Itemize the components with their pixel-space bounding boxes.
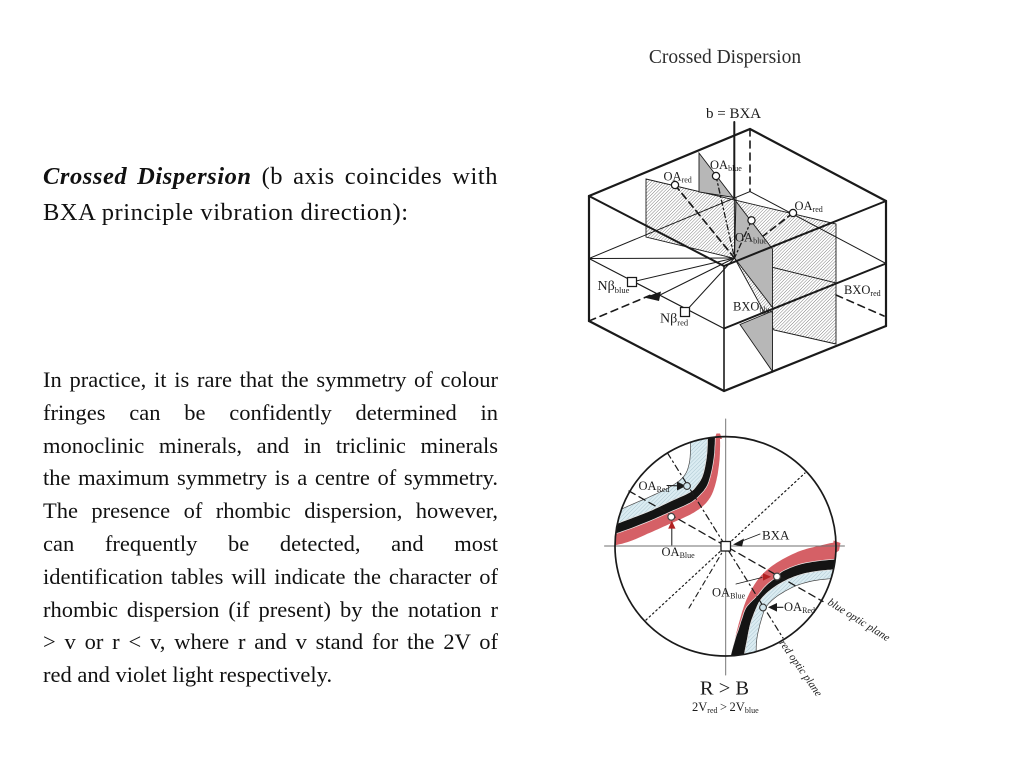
svg-text:OAblue: OAblue: [710, 158, 742, 173]
svg-text:red optic plane: red optic plane: [777, 638, 825, 699]
svg-text:blue optic plane: blue optic plane: [825, 596, 892, 644]
svg-text:OABlue: OABlue: [662, 545, 696, 560]
svg-text:2Vred > 2Vblue: 2Vred > 2Vblue: [692, 700, 759, 715]
svg-text:OARed: OARed: [784, 600, 815, 615]
svg-text:BXOred: BXOred: [844, 283, 881, 298]
svg-text:OARed: OARed: [639, 479, 670, 494]
svg-text:b = BXA: b = BXA: [706, 106, 761, 122]
svg-text:R > B: R > B: [700, 678, 749, 700]
svg-text:OAred: OAred: [664, 170, 692, 185]
svg-text:OAred: OAred: [795, 199, 823, 214]
svg-text:OABlue: OABlue: [712, 586, 746, 601]
svg-text:Nβblue: Nβblue: [598, 279, 630, 295]
svg-text:BXA: BXA: [762, 528, 790, 543]
